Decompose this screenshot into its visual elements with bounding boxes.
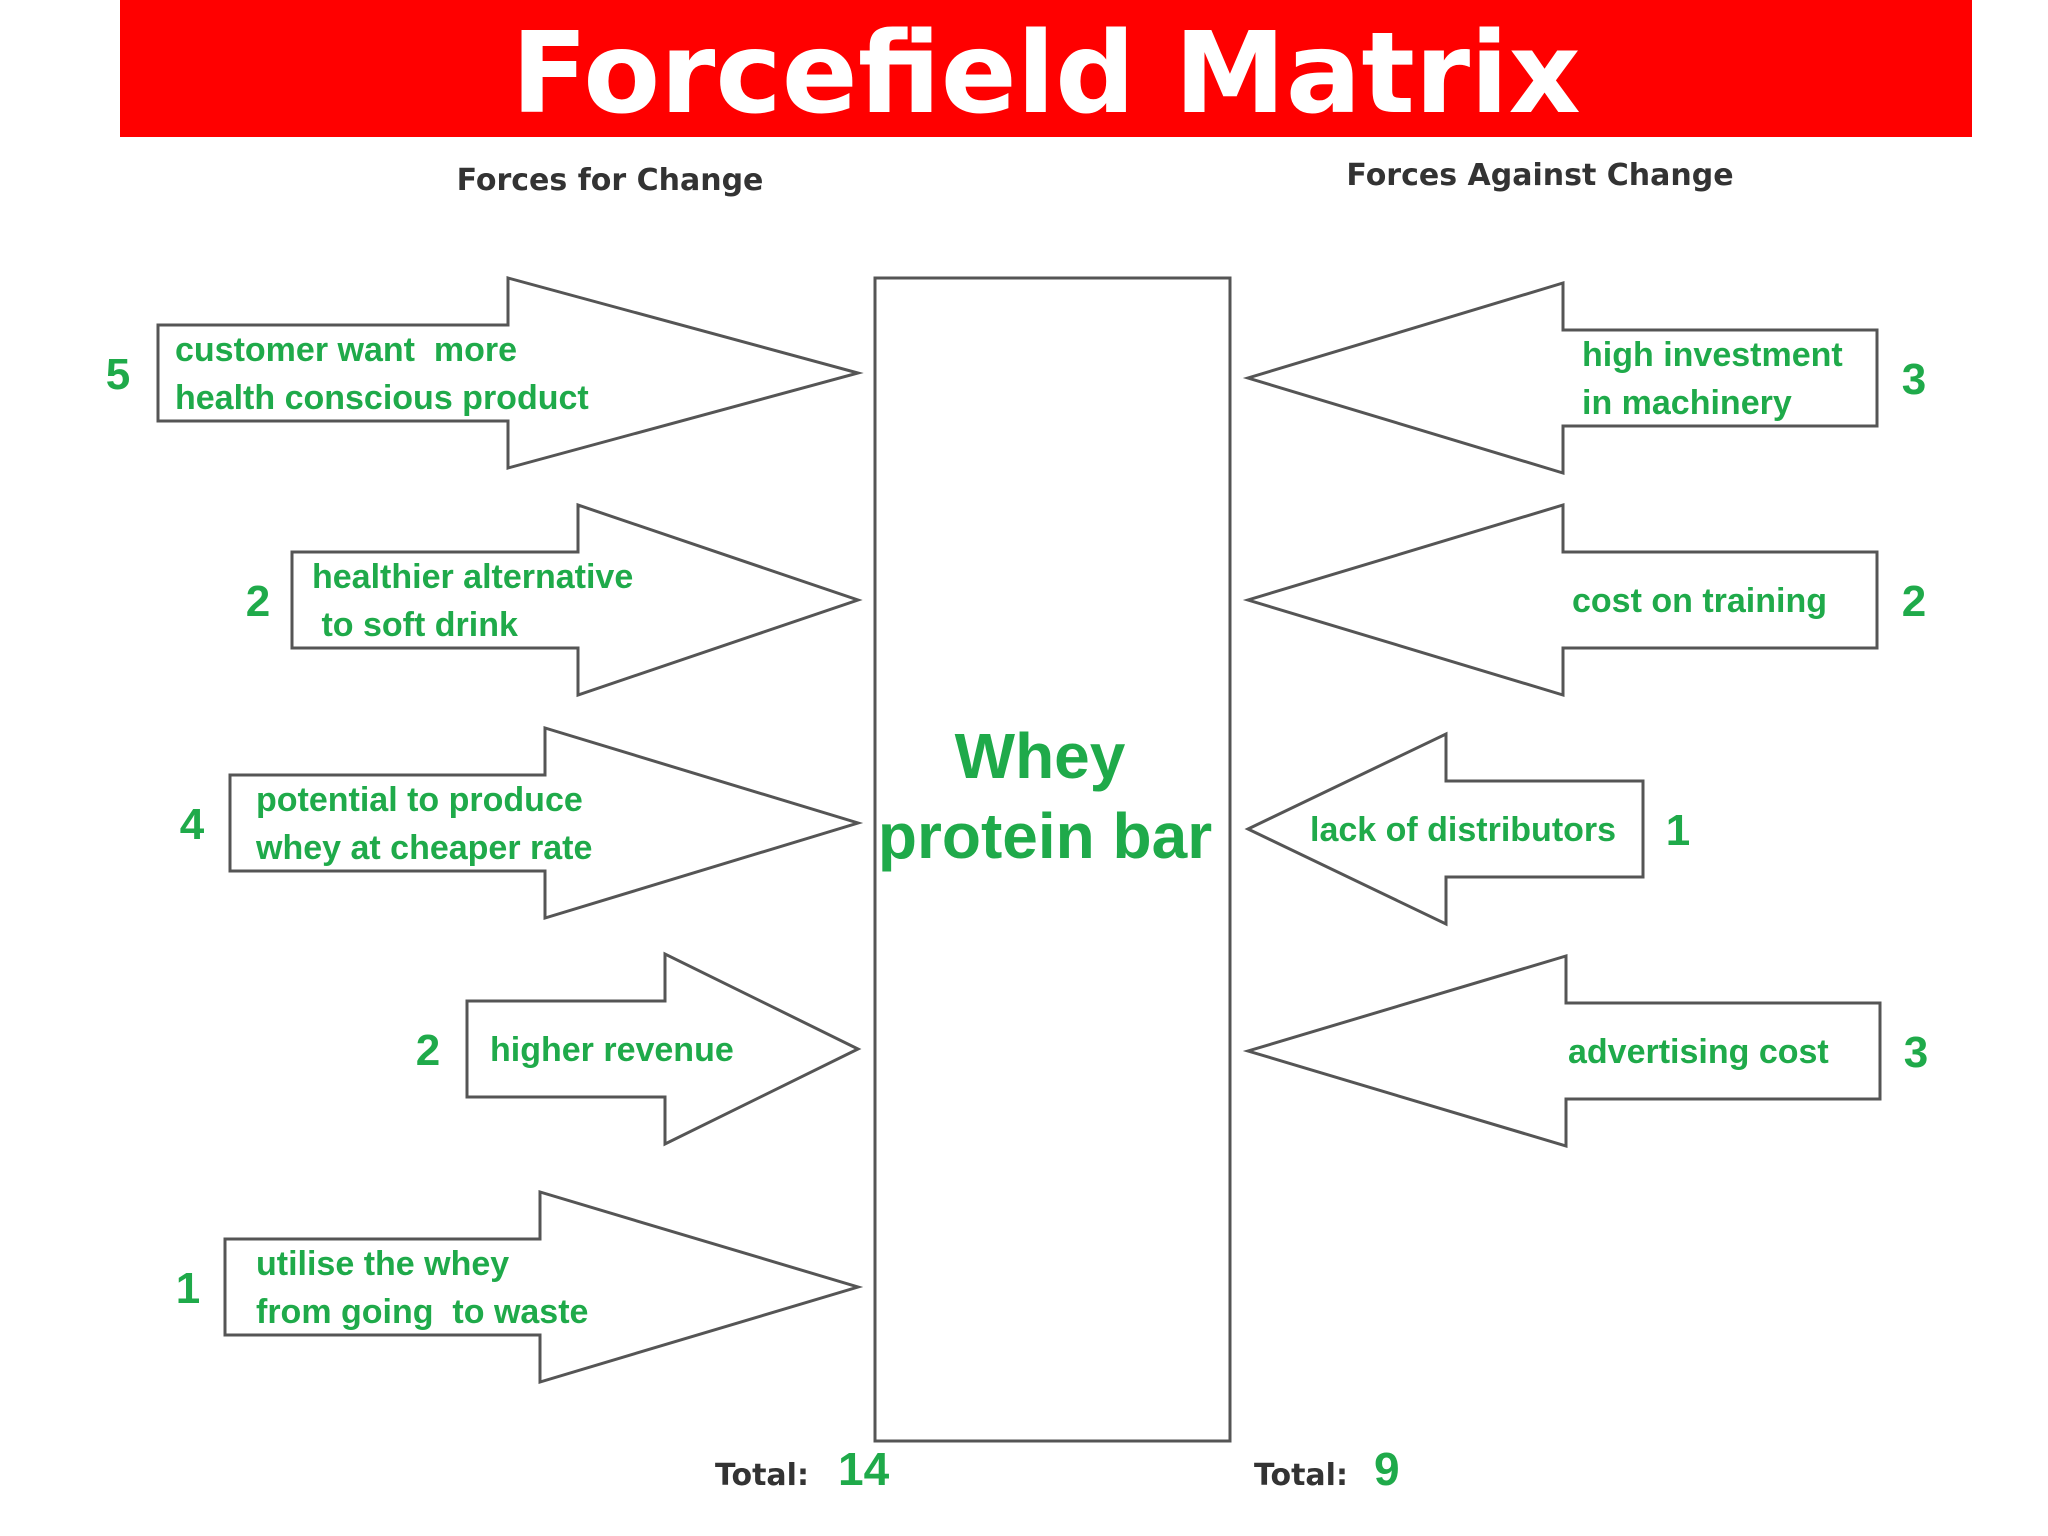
for-arrow-3 xyxy=(228,725,864,921)
for-force-3-line-1: potential to produce xyxy=(256,781,583,819)
total-against-label: Total: xyxy=(1254,1458,1348,1493)
heading-forces-against: Forces Against Change xyxy=(1346,158,1733,193)
for-force-1-score: 5 xyxy=(106,350,130,399)
center-subject-line1: Whey xyxy=(955,720,1126,792)
for-arrow-1 xyxy=(156,276,864,470)
for-arrow-4 xyxy=(465,951,862,1147)
against-arrow-1 xyxy=(1242,280,1879,476)
title-bar xyxy=(120,0,1972,137)
for-force-2-line-2: to soft drink xyxy=(312,606,518,644)
for-force-1-line-1: customer want more xyxy=(175,331,517,369)
against-force-3-line-1: lack of distributors xyxy=(1310,811,1616,849)
for-force-5-score: 1 xyxy=(176,1264,200,1313)
for-force-4-score: 2 xyxy=(416,1026,440,1075)
for-force-2-line-1: healthier alternative xyxy=(312,558,633,596)
for-force-5-line-2: from going to waste xyxy=(256,1293,588,1331)
center-subject-line2: protein bar xyxy=(878,800,1212,872)
against-arrow-3 xyxy=(1244,731,1645,927)
against-force-4-line-1: advertising cost xyxy=(1568,1033,1829,1071)
for-arrow-2 xyxy=(290,502,863,698)
total-against-value: 9 xyxy=(1374,1443,1400,1495)
against-arrow-4 xyxy=(1242,953,1882,1149)
total-for-value: 14 xyxy=(838,1443,890,1495)
center-subject-box xyxy=(873,276,1232,1443)
against-force-1-line-2: in machinery xyxy=(1582,384,1792,422)
for-force-3-line-2: whey at cheaper rate xyxy=(255,829,592,867)
against-force-4-score: 3 xyxy=(1904,1028,1928,1077)
for-force-4-line-1: higher revenue xyxy=(490,1031,734,1069)
against-force-3-score: 1 xyxy=(1666,806,1690,855)
for-force-1-line-2: health conscious product xyxy=(175,379,589,417)
for-arrow-5 xyxy=(223,1189,864,1385)
against-force-2-score: 2 xyxy=(1902,577,1926,626)
against-force-1-line-1: high investment xyxy=(1582,336,1843,374)
total-for-label: Total: xyxy=(715,1458,809,1493)
forces-against-group: high investment in machinery 3 cost on trai… xyxy=(1242,280,1928,1149)
forces-for-group: customer want more health conscious produ… xyxy=(106,276,864,1385)
for-force-2-score: 2 xyxy=(246,577,270,626)
for-force-3-score: 4 xyxy=(180,800,205,849)
slide-title: Forcefield Matrix xyxy=(511,9,1580,139)
against-force-1-score: 3 xyxy=(1902,355,1926,404)
heading-forces-for: Forces for Change xyxy=(457,163,764,198)
against-force-2-line-1: cost on training xyxy=(1572,582,1827,620)
for-force-5-line-1: utilise the whey xyxy=(256,1245,509,1283)
against-arrow-2 xyxy=(1242,502,1879,698)
